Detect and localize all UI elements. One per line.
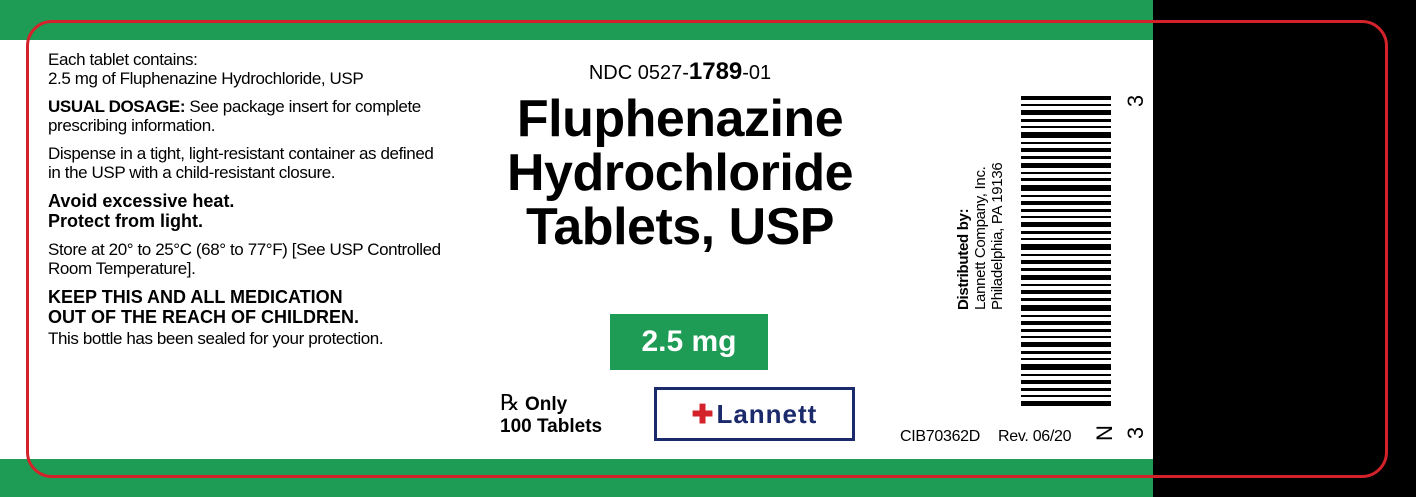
drug-name-line-1: Fluphenazine [516, 90, 844, 148]
dispense-instructions: Dispense in a tight, light-resistant con… [48, 144, 434, 182]
lannett-logo: ✚ Lannett [654, 387, 855, 441]
distributor-name: Lannett Company, Inc. [972, 166, 989, 310]
contents-line-1: Each tablet contains: [48, 50, 198, 69]
drug-name: Fluphenazine Hydrochloride Tablets, USP [480, 92, 880, 254]
distributed-by: Distributed by: [955, 208, 972, 310]
revision: Rev. 06/20 [998, 428, 1072, 445]
barcode-digits: 0527-17789-01 [1150, 123, 1175, 377]
rx-count-block: ℞ Only 100 Tablets [500, 392, 602, 438]
distributor-info: Distributed by: Lannett Company, Inc. Ph… [955, 150, 1006, 310]
label-code-footer: CIB70362D Rev. 06/20 [900, 428, 1072, 446]
ndc-prefix: NDC 0527- [588, 62, 689, 84]
rx-only-text: Only [519, 394, 568, 415]
sealed-notice: This bottle has been sealed for your pro… [48, 329, 384, 348]
ndc-number: NDC 0527-1789-01 [480, 58, 880, 86]
usual-dosage-heading: USUAL DOSAGE: [48, 97, 186, 116]
ndc-suffix: -01 [742, 62, 772, 84]
plus-icon: ✚ [691, 398, 714, 429]
distributor-city: Philadelphia, PA 19136 [989, 162, 1006, 310]
rx-icon: ℞ [500, 390, 520, 415]
black-panel [1153, 0, 1416, 497]
upc-barcode [1021, 96, 1111, 406]
logo-text: Lannett [716, 398, 818, 429]
label-left-column: Each tablet contains: 2.5 mg of Fluphena… [48, 50, 448, 357]
keep-away-line-1: KEEP THIS AND ALL MEDICATION [48, 287, 343, 307]
keep-away-warning: KEEP THIS AND ALL MEDICATION OUT OF THE … [48, 287, 448, 327]
label-code: CIB70362D [900, 428, 981, 445]
protect-light: Protect from light. [48, 211, 204, 231]
drug-name-line-2: Hydrochloride [507, 144, 854, 202]
storage-temperature: Store at 20° to 25°C (68° to 77°F) [See … [48, 240, 441, 278]
red-label-border [26, 20, 1388, 478]
tablet-count: 100 Tablets [500, 416, 603, 437]
barcode-top-digit: 3 [1123, 94, 1149, 108]
keep-away-line-2: OUT OF THE REACH OF CHILDREN. [48, 307, 359, 327]
barcode-left-digit: N [1091, 425, 1117, 441]
usual-dosage: USUAL DOSAGE: See package insert for com… [48, 97, 448, 135]
barcode-bottom-digit: 3 [1123, 426, 1149, 440]
tablet-contents: Each tablet contains: 2.5 mg of Fluphena… [48, 50, 448, 88]
contents-line-2: 2.5 mg of Fluphenazine Hydrochloride, US… [48, 69, 364, 88]
ndc-product-code: 1789 [688, 58, 743, 85]
bottom-green-stripe [0, 459, 1153, 497]
rx-only: ℞ Only [500, 392, 602, 416]
usual-dosage-text: See package insert for complete prescrib… [48, 97, 421, 135]
strength-badge: 2.5 mg [610, 314, 768, 370]
product-title-block: NDC 0527-1789-01 Fluphenazine Hydrochlor… [480, 58, 880, 254]
drug-name-line-3: Tablets, USP [525, 198, 835, 256]
avoid-heat: Avoid excessive heat. [48, 191, 235, 211]
storage-warnings: Avoid excessive heat. Protect from light… [48, 191, 448, 231]
